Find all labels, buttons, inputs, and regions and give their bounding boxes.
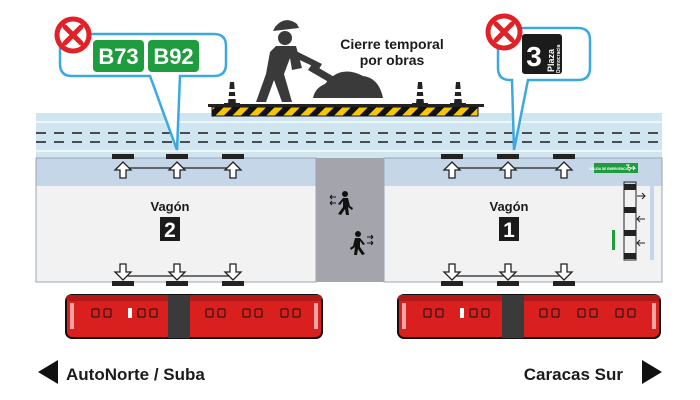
pedestrian-icon [329,191,353,215]
platform-right [383,157,663,283]
platform-left-number: 2 [164,219,176,242]
pedestrian-crossing [316,158,384,282]
platform-left-number-badge [160,217,180,241]
traffic-cone-icon [412,82,428,105]
doors-bottom-right [441,263,575,286]
closure-notice-line2: por obras [360,52,425,68]
direction-left-label: AutoNorte / Suba [66,365,205,384]
doors-bottom-left [112,263,244,286]
traffic-cone-icon [450,82,466,105]
triangle-arrow-icon [38,360,58,384]
platform-right-number: 1 [503,219,515,242]
side-access-doors [612,181,654,261]
closure-notice-line1: Cierre temporal [340,36,443,52]
direction-right-label: Caracas Sur [524,365,624,384]
prohibition-icon [485,13,523,51]
route-badge-b73 [93,40,144,72]
traffic-cone-icon [224,82,240,105]
bus-icon [65,294,323,339]
doors-top-left [112,154,244,179]
emergency-exit-label: SALIDA DE EMERGENCIA [589,167,629,171]
emergency-exit-sign [594,163,638,173]
bus-icon [397,294,661,339]
platform-right-label: Vagón [489,199,528,214]
route-badge-plaza-name: Plaza [546,48,556,72]
route-badge-b73-label: B73 [98,44,138,69]
prohibition-icon [54,16,92,54]
doors-top-right [441,154,575,179]
work-zone-barrier [211,106,479,117]
pedestrian-icon [350,231,374,255]
route-badge-b92-label: B92 [153,44,193,69]
route-badge-plaza [522,34,562,74]
route-badge-plaza-subname: Democracia [556,44,562,73]
route-badge-b92 [148,40,199,72]
triangle-arrow-icon [642,360,662,384]
platform-right-number-badge [499,217,519,241]
route-badge-plaza-number: 3 [526,41,542,72]
worker-icon [256,20,383,102]
platform-left-label: Vagón [150,199,189,214]
